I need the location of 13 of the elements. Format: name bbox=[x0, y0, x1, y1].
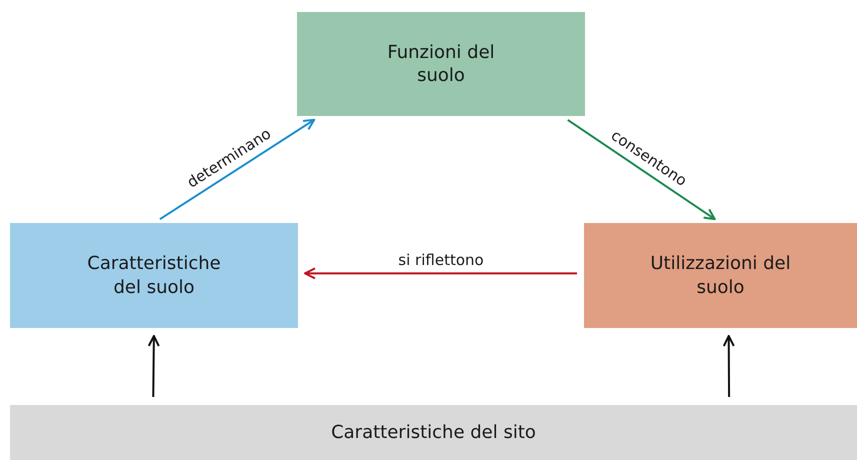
concept-box bbox=[297, 12, 585, 116]
concept-box bbox=[584, 223, 857, 328]
arrow bbox=[148, 335, 160, 398]
arrow bbox=[304, 267, 577, 280]
concept-box bbox=[10, 405, 857, 460]
arrow bbox=[159, 118, 316, 220]
concept-box bbox=[10, 223, 298, 328]
box-label: Caratteristiche del sito bbox=[331, 420, 536, 444]
box-label: Caratteristiche del suolo bbox=[86, 252, 222, 299]
box-label: Utilizzazioni del suolo bbox=[649, 252, 792, 299]
box-label: Funzioni del suolo bbox=[386, 40, 496, 88]
arrow bbox=[722, 335, 735, 397]
arrow bbox=[567, 119, 716, 220]
